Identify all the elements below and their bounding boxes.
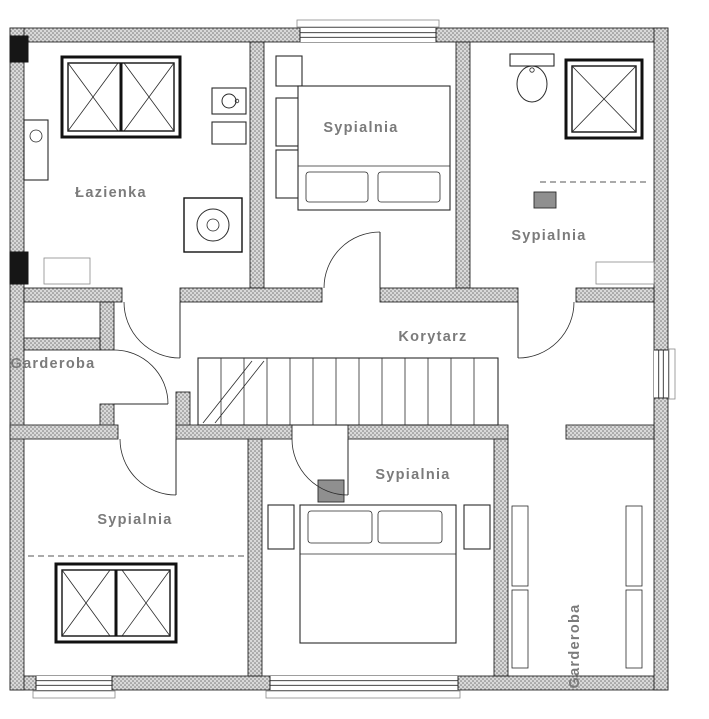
garderoba-left-top-stub xyxy=(23,337,101,351)
roof-window-sypialnia-right xyxy=(564,58,644,140)
roof-window-sypialnia-bottom-left xyxy=(54,562,178,644)
pillow xyxy=(377,510,443,544)
door-sypialnia-bottom xyxy=(291,438,349,496)
door-lazienka xyxy=(123,301,181,359)
chimney-left-mid xyxy=(9,251,29,285)
door-garderoba-left xyxy=(113,349,169,405)
window-sill xyxy=(265,690,461,699)
lower-wall-seg2 xyxy=(175,424,293,440)
stair-outline xyxy=(197,357,499,426)
window-bottom-middle xyxy=(265,676,461,699)
nightstand xyxy=(267,504,295,550)
door-sypialnia-top xyxy=(323,231,381,289)
lower-wall-seg3 xyxy=(347,424,509,440)
furniture-garderoba-right xyxy=(511,505,643,669)
roof-windows xyxy=(54,55,644,644)
stair-treads xyxy=(220,358,475,425)
window-right-wall xyxy=(654,348,676,400)
wall-bedroom-bedroom xyxy=(455,41,471,289)
furniture-sypialnia-right xyxy=(509,53,655,285)
washbasin xyxy=(211,87,247,115)
corridor-wall-seg1 xyxy=(23,287,123,303)
room-labels: Łazienka Sypialnia Sypialnia Korytarz Ga… xyxy=(10,120,586,689)
corridor-wall-seg2 xyxy=(179,287,323,303)
wardrobe xyxy=(511,589,529,669)
wardrobe xyxy=(625,505,643,587)
knee-wall-cupboard xyxy=(595,261,655,285)
window-bottom-left xyxy=(32,676,116,699)
wall-bedroom-garderoba xyxy=(493,438,509,677)
washbasin-bowl xyxy=(516,65,548,103)
room-label-garderoba-right: Garderoba xyxy=(567,603,583,688)
garderoba-left-wall-lower xyxy=(99,403,115,426)
room-label-korytarz: Korytarz xyxy=(398,329,467,345)
chimney-top-left xyxy=(9,35,29,63)
knee-wall-shelf xyxy=(43,257,91,285)
door-sypialnia-bottom-left xyxy=(119,438,177,496)
flue-bottom-bedroom xyxy=(317,479,345,503)
lower-wall-seg1 xyxy=(9,424,119,440)
bath-cabinet xyxy=(211,121,247,145)
pillow xyxy=(377,171,441,203)
windows xyxy=(32,19,676,699)
washbasin-bowl xyxy=(221,93,237,109)
room-label-sypialnia-right: Sypialnia xyxy=(511,228,586,244)
nightstand xyxy=(275,55,303,87)
washbasin-shelf xyxy=(509,53,555,67)
garderoba-left-wall-upper xyxy=(99,301,115,351)
corridor-wall-seg3 xyxy=(379,287,519,303)
furniture-sypialnia-bottom xyxy=(267,504,491,644)
stair-break-lines xyxy=(202,360,265,424)
wall-bath-bedroom xyxy=(249,41,265,289)
staircase xyxy=(197,357,499,426)
washing-machine xyxy=(183,197,243,253)
window-sill xyxy=(668,348,676,400)
bathtub-drain xyxy=(29,129,43,143)
bathtub xyxy=(23,119,49,181)
door-sypialnia-right xyxy=(517,301,575,359)
furniture-lazienka xyxy=(23,87,247,285)
corridor-wall-seg4 xyxy=(575,287,655,303)
window-sill xyxy=(32,690,116,699)
room-label-sypialnia-bottom-left: Sypialnia xyxy=(97,512,172,528)
wall-bedrooms-bottom xyxy=(247,438,263,677)
room-label-garderoba-left: Garderoba xyxy=(10,356,95,372)
roof-window-lazienka xyxy=(60,55,182,139)
window-top-middle xyxy=(296,19,440,42)
pillow xyxy=(305,171,369,203)
washing-machine-door xyxy=(206,218,220,232)
wall-left xyxy=(9,27,25,691)
flue-right-bedroom xyxy=(533,191,557,209)
chimneys xyxy=(9,35,557,503)
bed xyxy=(297,85,451,211)
stair-wall-stub xyxy=(175,391,191,426)
wardrobe xyxy=(511,505,529,587)
room-label-sypialnia-top: Sypialnia xyxy=(323,120,398,136)
nightstand xyxy=(463,504,491,550)
doors xyxy=(113,231,575,496)
washbasin-tap xyxy=(529,67,535,73)
lower-wall-seg4 xyxy=(565,424,655,440)
washbasin-tap xyxy=(234,98,240,104)
pillow xyxy=(307,510,373,544)
room-label-sypialnia-bottom: Sypialnia xyxy=(375,467,450,483)
interior-walls xyxy=(9,41,655,677)
room-label-lazienka: Łazienka xyxy=(75,185,147,201)
furniture-sypialnia-top xyxy=(275,55,451,211)
window-sill xyxy=(296,19,440,28)
wardrobe xyxy=(625,589,643,669)
washing-machine-drum xyxy=(196,208,230,242)
